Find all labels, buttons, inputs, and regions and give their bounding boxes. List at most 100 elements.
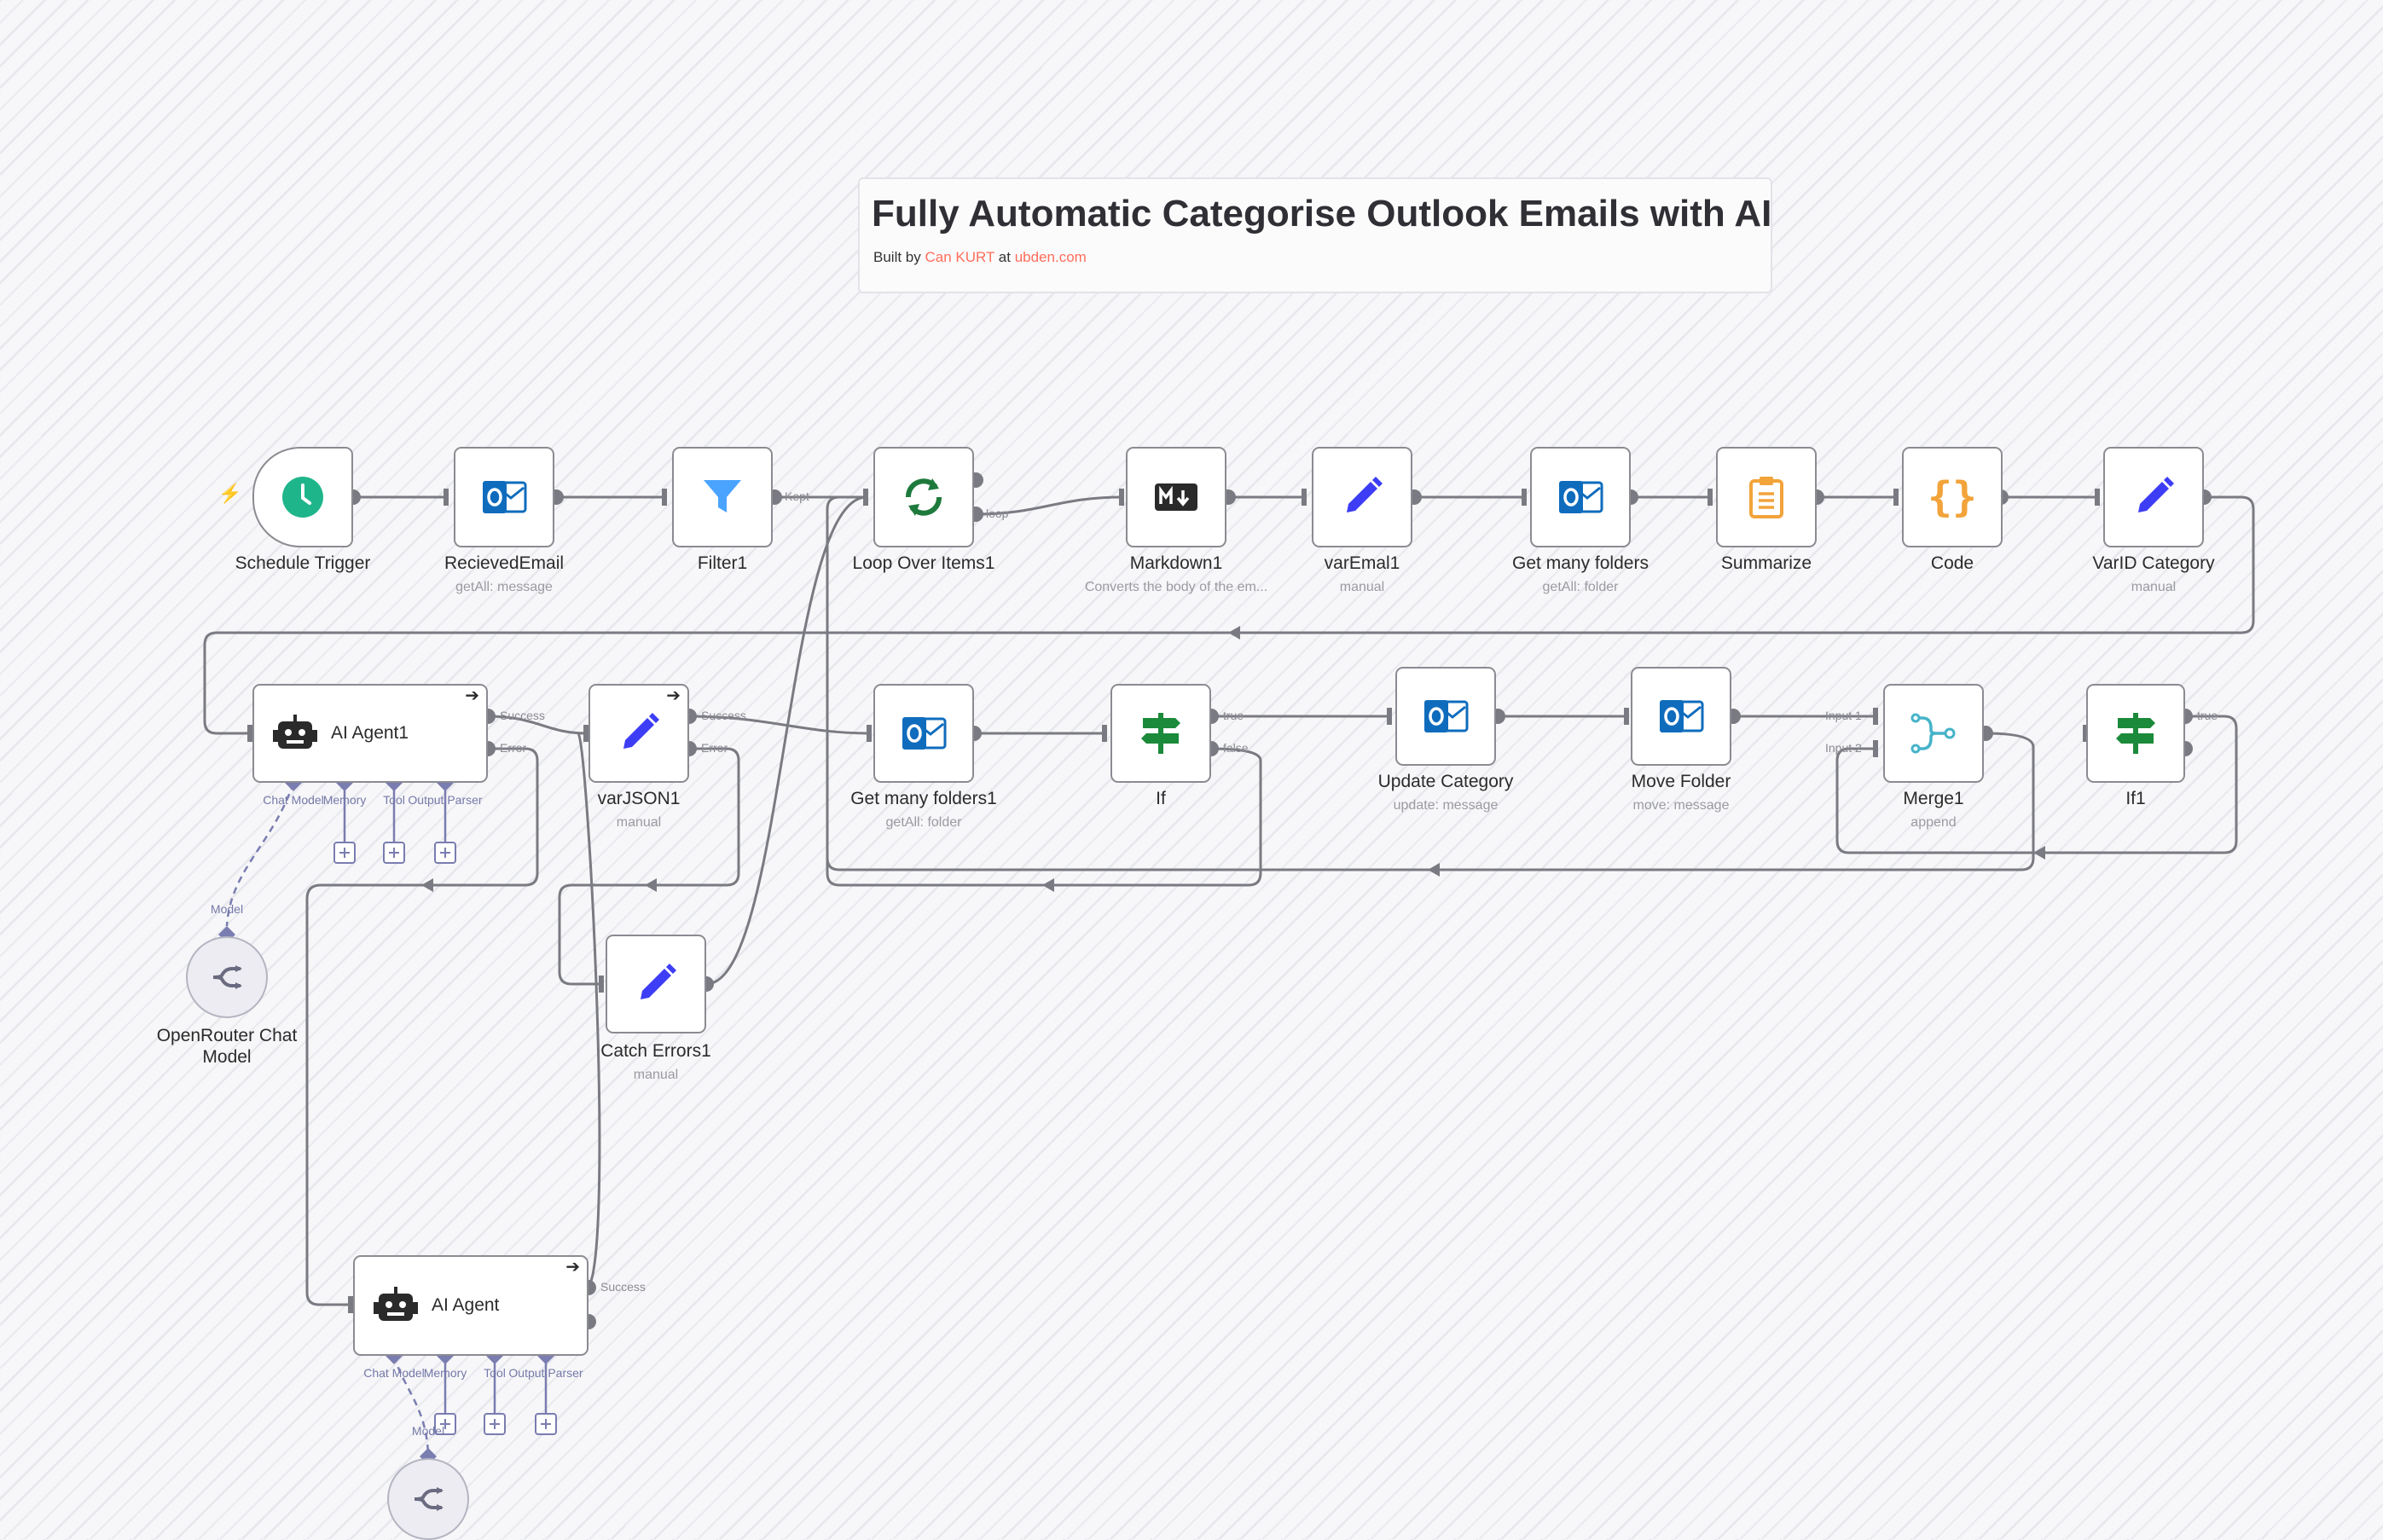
node-code[interactable]: {} (1902, 447, 2003, 547)
node-varid-category[interactable] (2103, 447, 2204, 547)
filter-icon (704, 480, 741, 512)
node-subtitle: append (1910, 815, 1957, 830)
node-subtitle: update: message (1393, 798, 1499, 813)
node-label: Code (1930, 553, 1974, 573)
node-get-many-folders[interactable] (1530, 447, 1631, 547)
port-label-false: false (1223, 741, 1249, 755)
edge-ai-model (392, 1355, 430, 1456)
arrow-right-icon: ➔ (465, 686, 479, 705)
node-label: Schedule Trigger (235, 553, 371, 573)
node-openrouter-chat-model-2[interactable] (387, 1458, 469, 1540)
port-label-kept: Kept (785, 489, 809, 503)
port-label-memory: Memory (322, 793, 367, 807)
port-label-memory: Memory (423, 1366, 467, 1380)
signpost-icon (2116, 713, 2155, 754)
node-ai-agent1[interactable]: AI Agent1 ➔ (252, 684, 488, 783)
node-label: Move Folder (1631, 772, 1731, 791)
note-prefix: Built by (873, 249, 921, 265)
node-move-folder[interactable] (1631, 667, 1731, 766)
openrouter-icon (212, 965, 242, 989)
node-label: If (1156, 789, 1166, 808)
port-label-success: Success (500, 709, 545, 722)
node-update-category[interactable] (1395, 667, 1496, 766)
node-label: AI Agent1 (331, 723, 409, 743)
robot-icon (374, 1287, 418, 1321)
node-get-many-folders1[interactable] (873, 684, 974, 783)
braces-icon: {} (1928, 473, 1977, 521)
port-label-true: true (1223, 709, 1244, 722)
clock-icon (282, 477, 323, 518)
node-loop-over-items[interactable] (873, 447, 974, 547)
port-label-tool: Tool (484, 1366, 506, 1380)
node-summarize[interactable] (1716, 447, 1817, 547)
author-link[interactable]: Can KURT (925, 249, 995, 265)
port-label-loop: loop (986, 507, 1009, 520)
node-label: RecievedEmail (444, 553, 565, 573)
site-link[interactable]: ubden.com (1014, 249, 1087, 265)
clipboard-icon (1749, 477, 1783, 518)
node-label: Get many folders1 (850, 789, 997, 808)
node-label: Merge1 (1903, 789, 1964, 808)
node-if[interactable] (1110, 684, 1211, 783)
sticky-note[interactable]: Fully Automatic Categorise Outlook Email… (858, 177, 1772, 293)
outlook-icon (1559, 481, 1603, 513)
loop-icon (906, 478, 942, 516)
port-label-model: Model (411, 1424, 445, 1438)
node-subtitle: manual (616, 815, 662, 830)
robot-icon (273, 715, 317, 749)
pencil-icon (641, 964, 676, 999)
node-subtitle: getAll: folder (1542, 580, 1619, 594)
node-label: Loop Over Items1 (852, 553, 995, 573)
node-catch-errors1[interactable] (606, 935, 706, 1033)
node-varemal1[interactable] (1312, 447, 1412, 547)
port-label-tool: Tool (383, 793, 405, 807)
node-label: Filter1 (697, 553, 748, 573)
node-label: Summarize (1720, 553, 1812, 573)
outlook-icon (902, 717, 947, 750)
node-subtitle: getAll: folder (885, 815, 962, 830)
markdown-icon (1155, 483, 1197, 511)
node-schedule-trigger[interactable] (252, 447, 353, 547)
pencil-icon (1347, 477, 1383, 512)
node-subtitle: manual (633, 1068, 679, 1082)
node-ai-agent[interactable]: AI Agent ➔ (353, 1255, 589, 1356)
port-label-success: Success (701, 709, 746, 722)
port-label-error: Error (701, 741, 728, 755)
port-label-true: true (2197, 709, 2218, 722)
node-filter1[interactable] (672, 447, 773, 547)
node-varjson1[interactable]: ➔ (589, 684, 689, 783)
node-label: Get many folders (1512, 553, 1649, 573)
outlook-icon (1660, 700, 1704, 732)
node-subtitle: move: message (1632, 798, 1730, 813)
port-label-model: Model (210, 902, 244, 916)
edge (305, 747, 539, 1306)
pencil-icon (623, 713, 659, 749)
edge-ai-model (225, 782, 295, 927)
node-label: OpenRouter Chat Model (156, 1026, 298, 1068)
node-label: VarID Category (2092, 553, 2215, 573)
note-title: Fully Automatic Categorise Outlook Email… (872, 193, 1772, 234)
pencil-icon (2138, 477, 2174, 512)
node-if1[interactable] (2086, 684, 2185, 783)
edge (826, 732, 2035, 871)
node-recieved-email[interactable] (454, 447, 554, 547)
node-label: Update Category (1377, 772, 1514, 791)
port-label-chat-model: Chat Model (263, 793, 324, 807)
port-label-error: Error (500, 741, 527, 755)
node-label: varJSON1 (597, 789, 681, 808)
node-openrouter-chat-model[interactable] (186, 936, 268, 1018)
edge (487, 715, 588, 735)
note-middle: at (998, 249, 1011, 265)
note-byline: Built by Can KURT at ubden.com (873, 249, 1087, 266)
edge (705, 495, 867, 986)
node-markdown1[interactable] (1126, 447, 1226, 547)
arrow-right-icon: ➔ (565, 1258, 580, 1277)
port-label-output-parser: Output Parser (508, 1366, 583, 1380)
node-label: Catch Errors1 (600, 1041, 711, 1061)
node-merge1[interactable] (1883, 684, 1984, 783)
node-label: varEmal1 (1324, 553, 1400, 573)
signpost-icon (1141, 713, 1180, 754)
node-subtitle: getAll: message (455, 580, 553, 594)
openrouter-icon (414, 1487, 444, 1511)
merge-icon (1910, 713, 1956, 754)
